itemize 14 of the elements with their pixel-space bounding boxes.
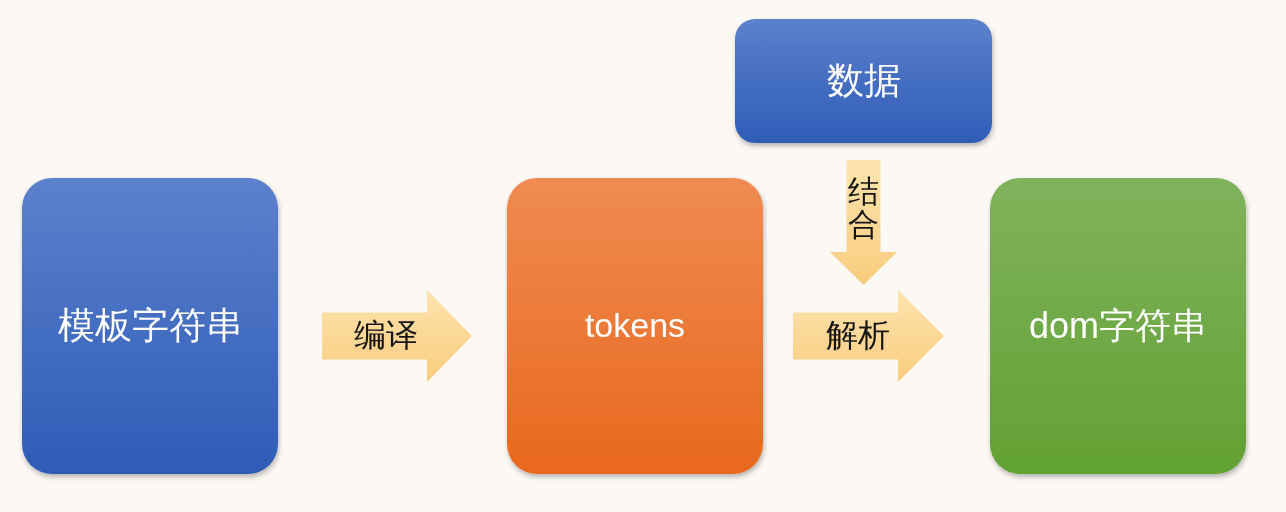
process-box <box>507 178 763 474</box>
edge-label: 解析 <box>825 319 890 353</box>
box-label: 模板字符串 <box>57 305 243 347</box>
box-label: 数据 <box>826 60 901 102</box>
block-arrow <box>322 290 472 382</box>
process-box <box>22 178 278 474</box>
edge-label: 编译 <box>354 319 418 353</box>
box-label: tokens <box>584 307 686 345</box>
process-box <box>990 178 1246 474</box>
process-box <box>735 19 992 143</box>
box-label: dom字符串 <box>1029 306 1207 346</box>
block-arrow <box>830 160 897 285</box>
block-arrow <box>793 290 944 382</box>
edge-label: 结合 <box>848 174 879 241</box>
